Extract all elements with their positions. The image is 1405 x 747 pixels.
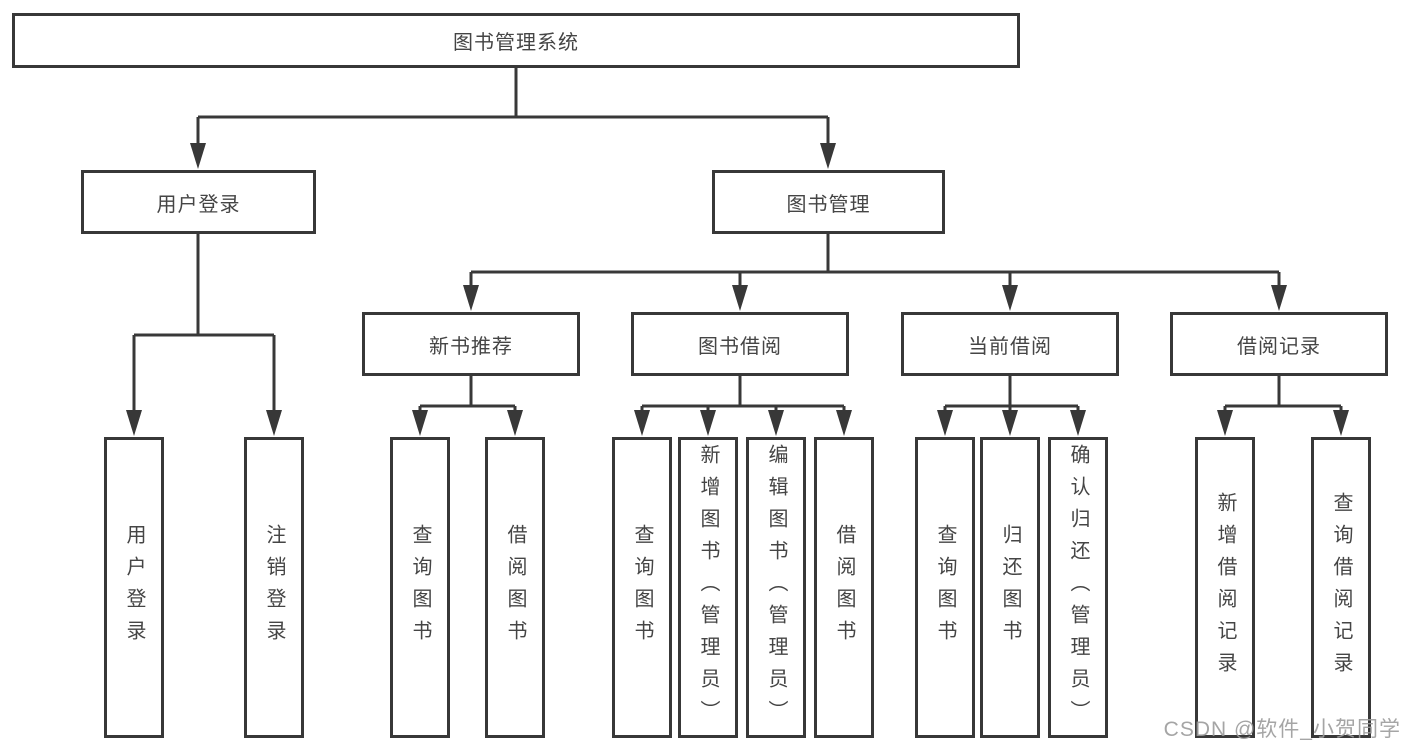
node-new-book-recommend: 新书推荐 (362, 312, 580, 376)
leaf-label: 查询图书 (934, 523, 956, 652)
arrowheads (126, 143, 1349, 436)
node-current-borrowing: 当前借阅 (901, 312, 1119, 376)
node-label: 图书管理系统 (453, 32, 579, 54)
leaf-label: 借阅图书 (504, 523, 526, 652)
leaf-label: 查询图书 (409, 523, 431, 652)
node-borrowing-records: 借阅记录 (1170, 312, 1388, 376)
leaf-borrow-books: 借阅图书 (485, 437, 545, 738)
node-label: 图书借阅 (698, 335, 782, 358)
leaf-label: 查询借阅记录 (1330, 491, 1352, 684)
leaf-label: 用户登录 (123, 523, 145, 652)
node-book-management: 图书管理 (712, 170, 945, 234)
node-book-borrowing: 图书借阅 (631, 312, 849, 376)
leaf-query-books: 查询图书 (612, 437, 672, 738)
leaf-add-books-admin: 新增图书（管理员） (678, 437, 738, 738)
leaf-query-books: 查询图书 (390, 437, 450, 738)
leaf-label: 查询图书 (631, 523, 653, 652)
leaf-label: 确认归还（管理员） (1067, 443, 1089, 732)
leaf-borrow-books: 借阅图书 (814, 437, 874, 738)
node-label: 图书管理 (786, 193, 871, 216)
leaf-label: 新增借阅记录 (1214, 491, 1236, 684)
leaf-return-books: 归还图书 (980, 437, 1040, 738)
node-label: 新书推荐 (429, 335, 513, 358)
leaf-label: 编辑图书（管理员） (765, 443, 787, 732)
node-label: 当前借阅 (968, 335, 1052, 358)
leaf-label: 归还图书 (999, 523, 1021, 652)
leaf-confirm-return-admin: 确认归还（管理员） (1048, 437, 1108, 738)
node-label: 用户登录 (156, 193, 241, 216)
node-root-system: 图书管理系统 (12, 13, 1020, 68)
leaf-logout: 注销登录 (244, 437, 304, 738)
leaf-label: 注销登录 (263, 523, 285, 652)
leaf-add-borrow-record: 新增借阅记录 (1195, 437, 1255, 738)
leaf-label: 借阅图书 (833, 523, 855, 652)
leaf-query-borrow-record: 查询借阅记录 (1311, 437, 1371, 738)
leaf-user-login: 用户登录 (104, 437, 164, 738)
leaf-edit-books-admin: 编辑图书（管理员） (746, 437, 806, 738)
leaf-query-books: 查询图书 (915, 437, 975, 738)
node-label: 借阅记录 (1237, 335, 1321, 358)
node-user-login: 用户登录 (81, 170, 316, 234)
leaf-label: 新增图书（管理员） (697, 443, 719, 732)
